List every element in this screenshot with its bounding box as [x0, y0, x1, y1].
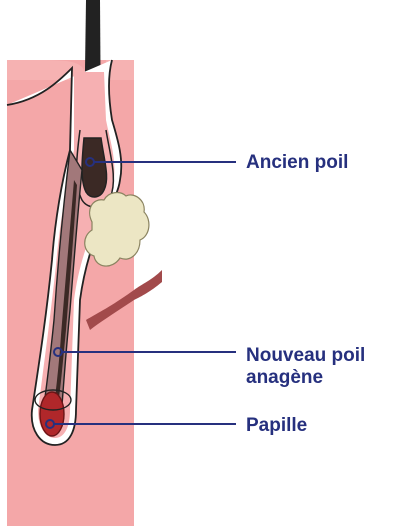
sebaceous-gland	[85, 193, 149, 267]
label-ancien-poil: Ancien poil	[246, 152, 348, 174]
label-nouveau-poil-line2: anagène	[246, 367, 365, 389]
label-nouveau-poil-line1: Nouveau poil	[246, 345, 365, 367]
dermal-papilla	[40, 392, 64, 436]
old-hair-bulb	[82, 138, 107, 197]
arrector-pili-muscle-outside	[134, 270, 162, 300]
label-nouveau-poil: Nouveau poil anagène	[246, 345, 365, 389]
label-papille: Papille	[246, 415, 307, 437]
